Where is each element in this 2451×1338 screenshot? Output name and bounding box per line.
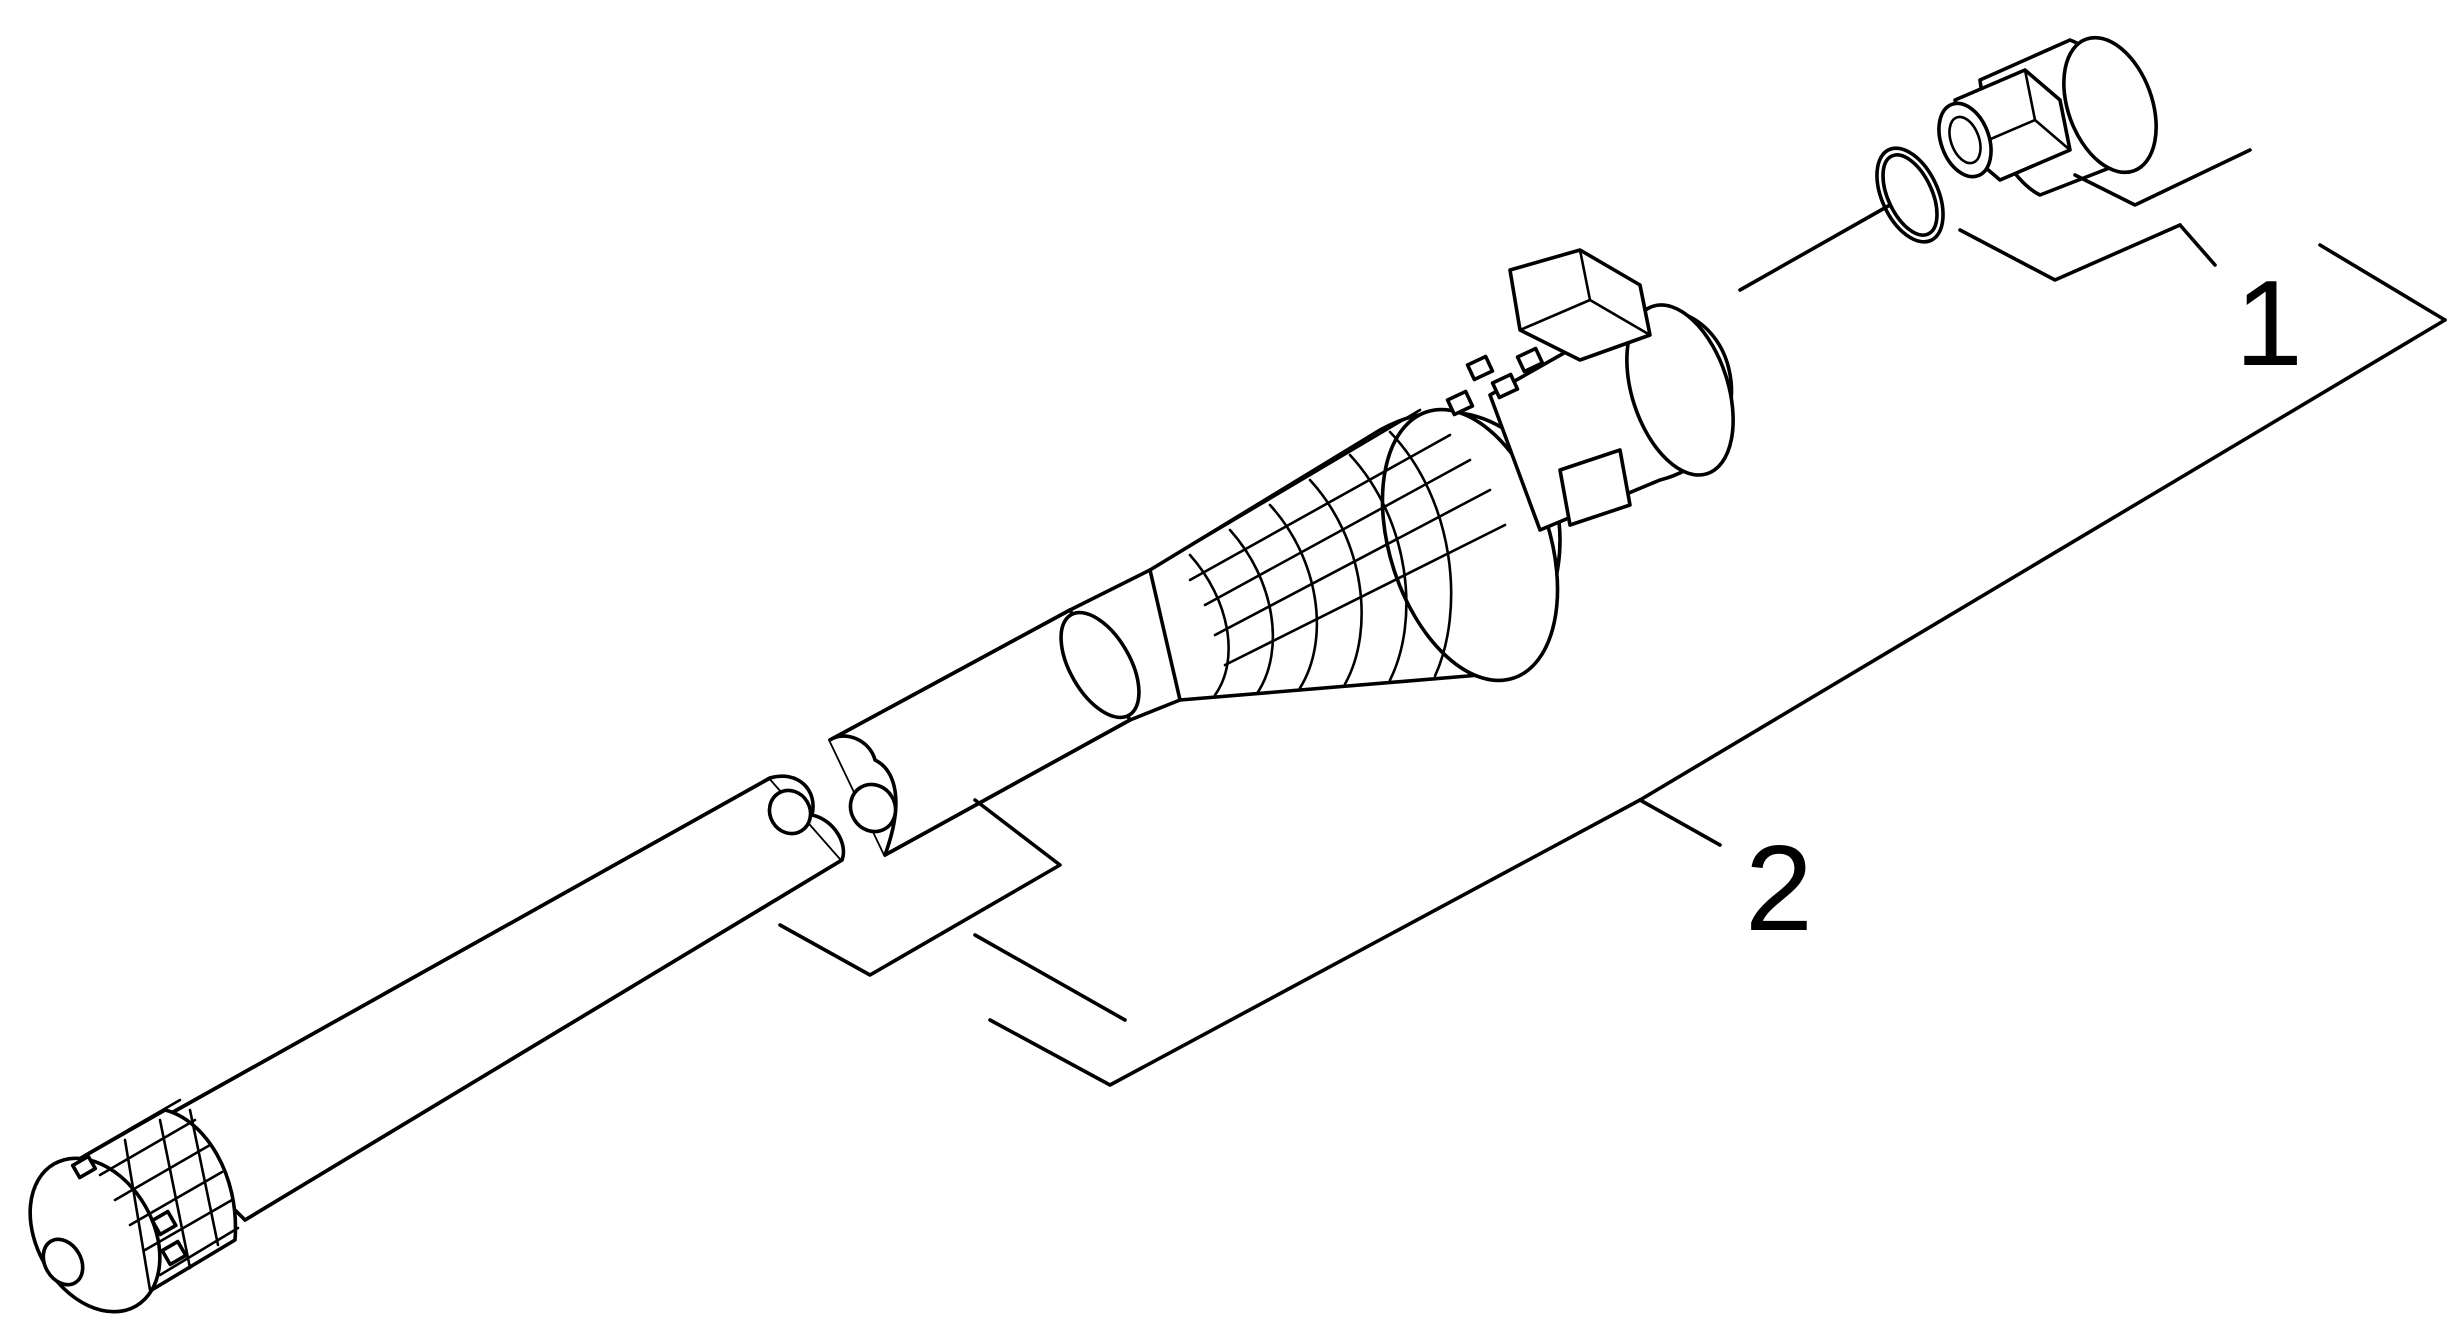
- nozzle-head: [28, 1098, 240, 1314]
- lance-tube-front: [148, 774, 846, 1222]
- callout-label-1: 1: [2235, 255, 2303, 391]
- o-ring: [1738, 146, 1945, 292]
- callout-label-2: 2: [1745, 820, 1813, 956]
- callout-brackets: [778, 148, 2447, 1087]
- svg-text:2: 2: [1745, 820, 1813, 956]
- threaded-adapter: [1937, 35, 2158, 197]
- lance-handle-assembly: [828, 248, 1735, 857]
- svg-text:1: 1: [2235, 255, 2303, 391]
